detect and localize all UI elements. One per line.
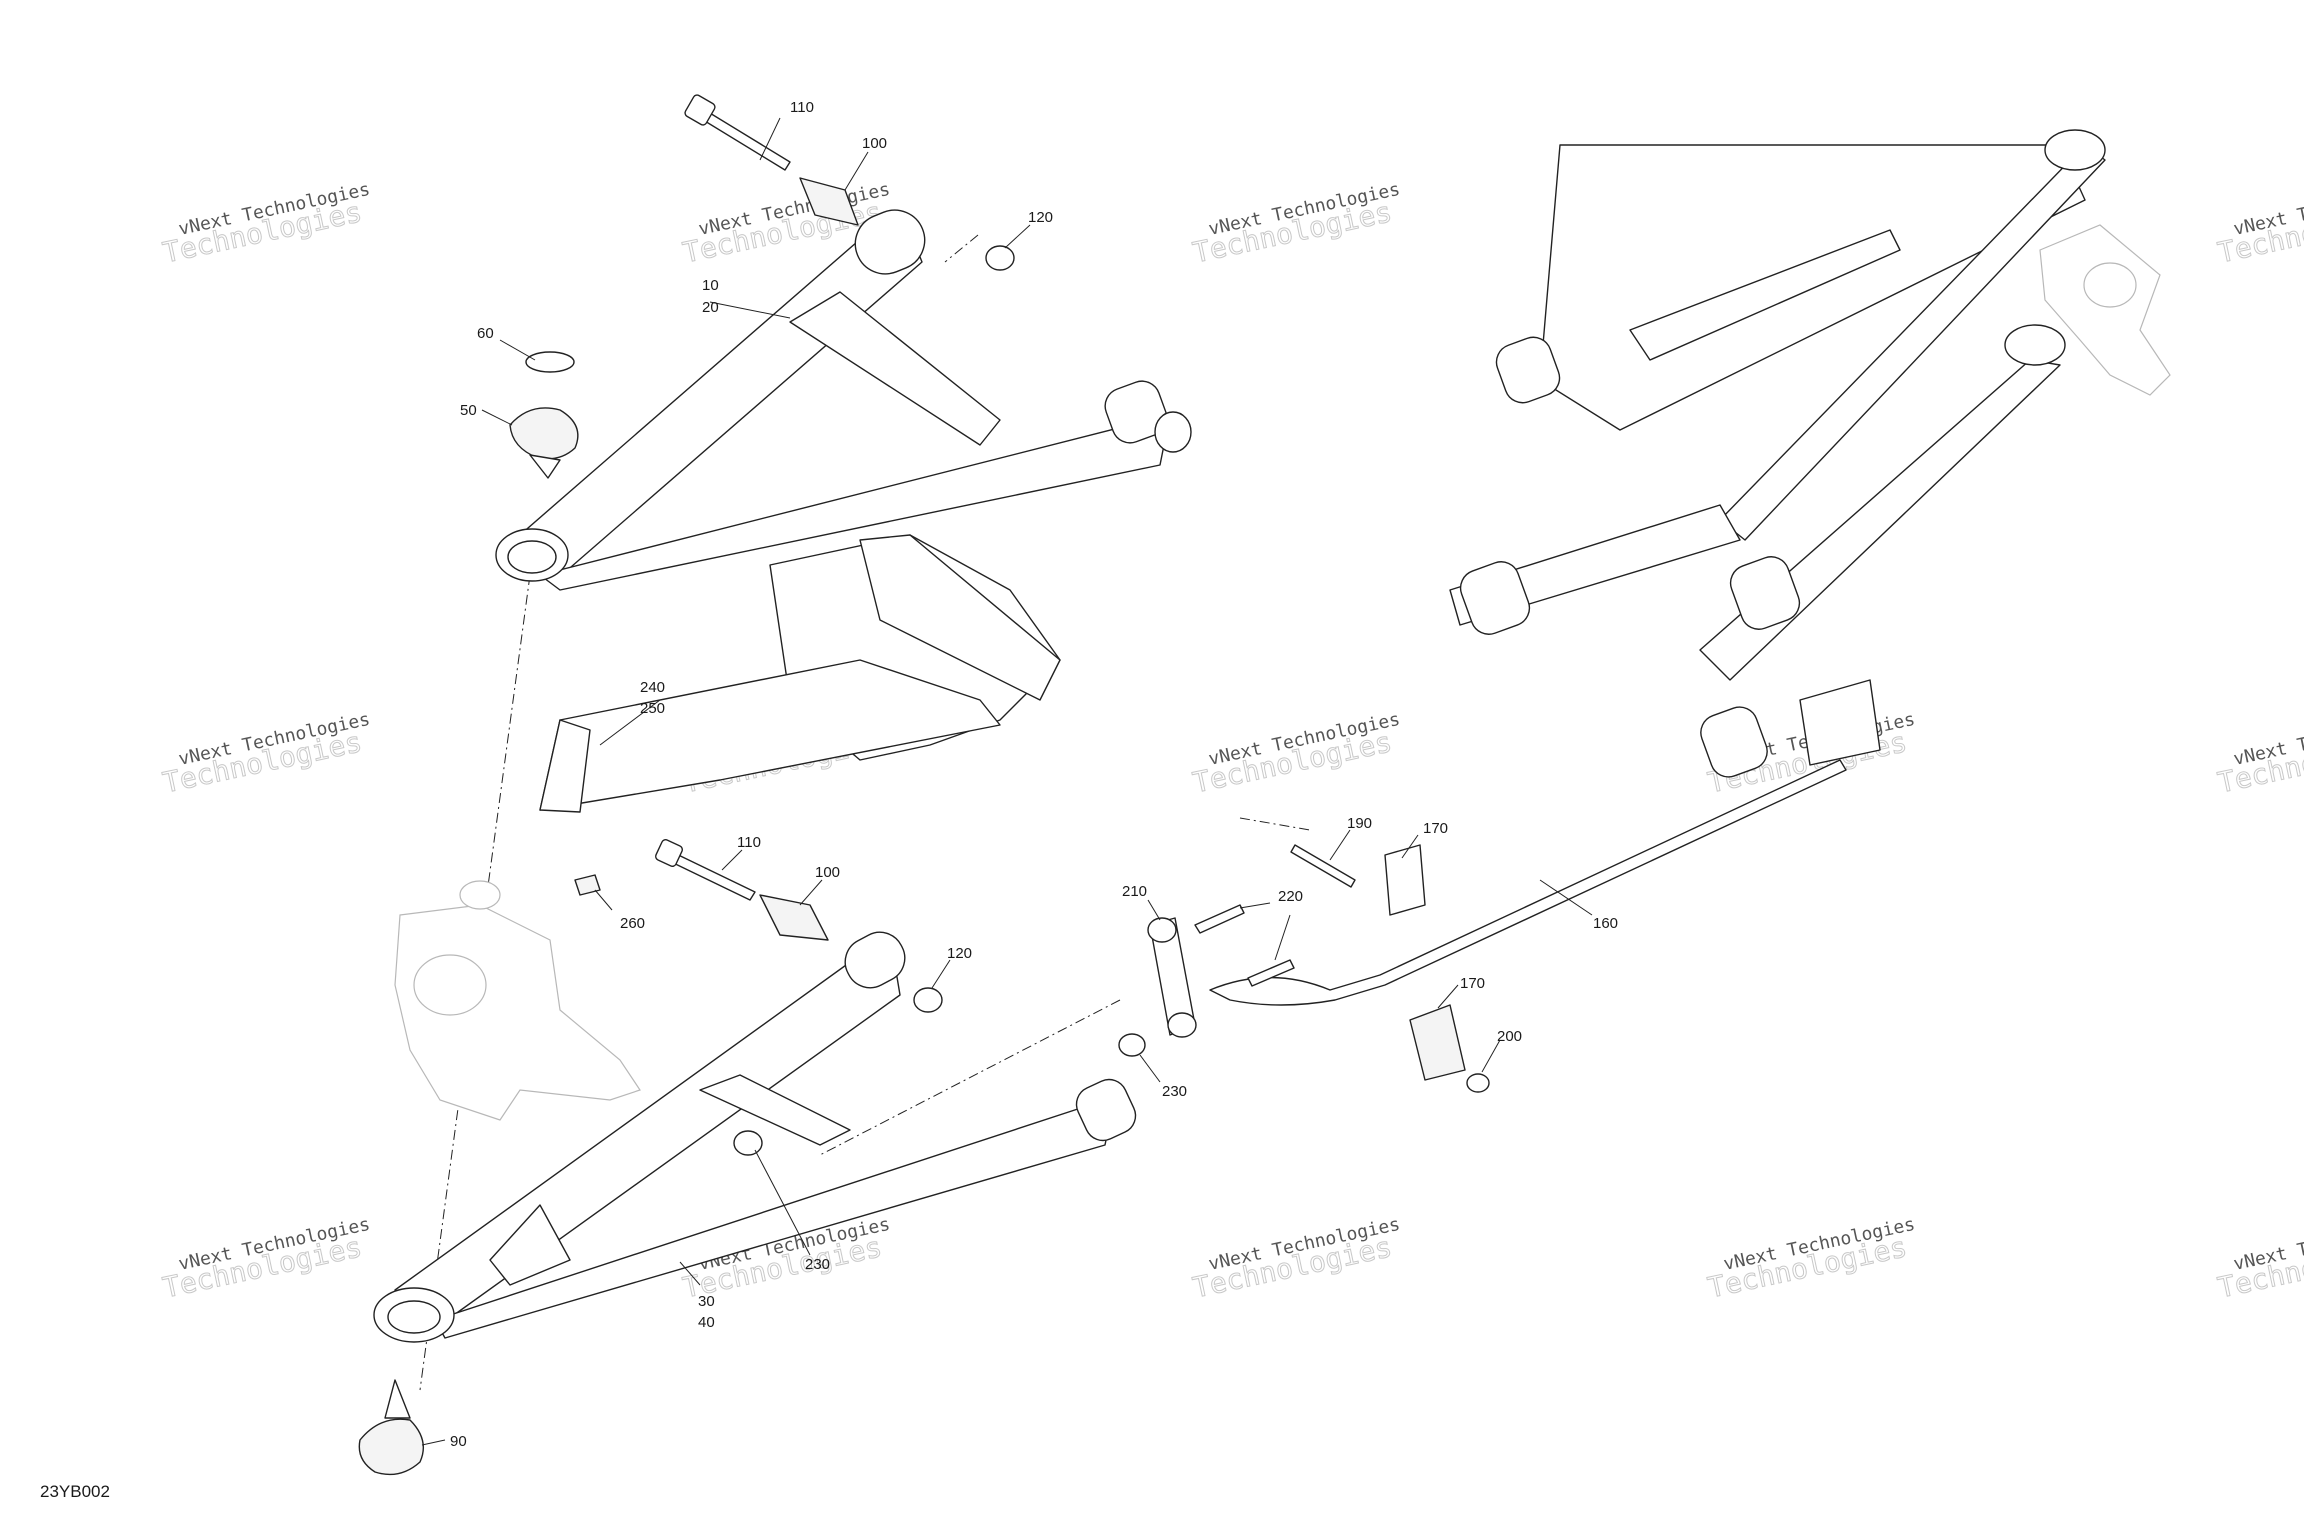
sway-bar-160: [1209, 759, 1847, 1006]
callout-110-lower: 110: [737, 834, 761, 851]
callout-110-upper: 110: [790, 99, 814, 116]
callout-90: 90: [450, 1433, 467, 1450]
callout-120-lower: 120: [947, 945, 972, 962]
watermark: Technologies vNext Technologies: [1705, 1214, 1917, 1305]
bracket-170-lower: [1409, 1004, 1466, 1081]
callout-labels: 110 100 120 10 20 60 50 240 250 110 100 …: [450, 99, 1618, 1450]
ball-joint-90: [358, 1418, 424, 1476]
callout-40: 40: [698, 1314, 715, 1331]
callout-240: 240: [640, 679, 665, 696]
lower-a-arm: [373, 931, 1137, 1343]
callout-250: 250: [640, 700, 665, 717]
bolt-220-b: [1247, 959, 1295, 987]
watermark: Technologies vNext Technologies: [160, 1214, 372, 1305]
callout-160: 160: [1593, 915, 1618, 932]
watermark: Technologies vNext Technologies: [1190, 1214, 1402, 1305]
assembled-suspension-right: [1449, 129, 2106, 778]
upper-arm-hardware: [509, 94, 1015, 479]
retaining-ring-60: [525, 351, 575, 373]
watermark: Technologies vNext Technologies: [1190, 709, 1402, 800]
callout-50: 50: [460, 402, 477, 419]
skid-plate-guard: [539, 534, 1061, 896]
callout-30: 30: [698, 1293, 715, 1310]
callout-170-lower: 170: [1460, 975, 1485, 992]
callout-200: 200: [1497, 1028, 1522, 1045]
callout-230-arm: 230: [805, 1256, 830, 1273]
bushing-100-upper: [799, 177, 859, 226]
figure-id: 23YB002: [40, 1482, 110, 1501]
nut-120-upper: [985, 245, 1015, 271]
callout-60: 60: [477, 325, 494, 342]
callout-100-upper: 100: [862, 135, 887, 152]
knuckle-ghost-right: [2039, 224, 2171, 396]
callout-220: 220: [1278, 888, 1303, 905]
watermark: Technologies vNext Technologies: [160, 709, 372, 800]
watermark: Technologies vNext Technologies: [160, 179, 372, 270]
callout-170-upper: 170: [1423, 820, 1448, 837]
callout-210: 210: [1122, 883, 1147, 900]
lower-arm-hardware: [358, 838, 943, 1476]
ball-joint-50: [509, 407, 579, 460]
nut-230-lower-arm: [733, 1130, 763, 1156]
bolt-head-110-lower: [654, 838, 684, 868]
sway-bar-assembly: [1118, 759, 1847, 1093]
watermark: Technologies vNext Technologies: [2215, 1214, 2304, 1305]
bolt-190: [1290, 844, 1356, 888]
upper-a-arm: [495, 209, 1192, 591]
watermark: Technologies vNext Technologies: [2215, 709, 2304, 800]
leader-lines: [421, 117, 1593, 1446]
watermarks: Technologies vNext Technologies Technolo…: [160, 179, 2304, 1305]
bushing-100-lower: [759, 894, 829, 941]
callout-190: 190: [1347, 815, 1372, 832]
nut-200: [1466, 1073, 1490, 1093]
callout-20: 20: [702, 299, 719, 316]
bolt-head-110-upper: [684, 94, 716, 126]
watermark: Technologies vNext Technologies: [2215, 179, 2304, 270]
knuckle-ghost-left: [394, 880, 641, 1121]
bolt-220-a: [1194, 904, 1245, 934]
callout-260: 260: [620, 915, 645, 932]
assembly-axes: [419, 234, 1311, 1391]
bracket-170-upper: [1384, 844, 1426, 916]
callout-10: 10: [702, 277, 719, 294]
callout-120-upper: 120: [1028, 209, 1053, 226]
callout-100-lower: 100: [815, 864, 840, 881]
watermark: Technologies vNext Technologies: [1190, 179, 1402, 270]
clip-260: [574, 874, 601, 896]
nut-120-lower: [913, 987, 943, 1013]
callout-230-link: 230: [1162, 1083, 1187, 1100]
nut-230-link: [1118, 1033, 1146, 1057]
